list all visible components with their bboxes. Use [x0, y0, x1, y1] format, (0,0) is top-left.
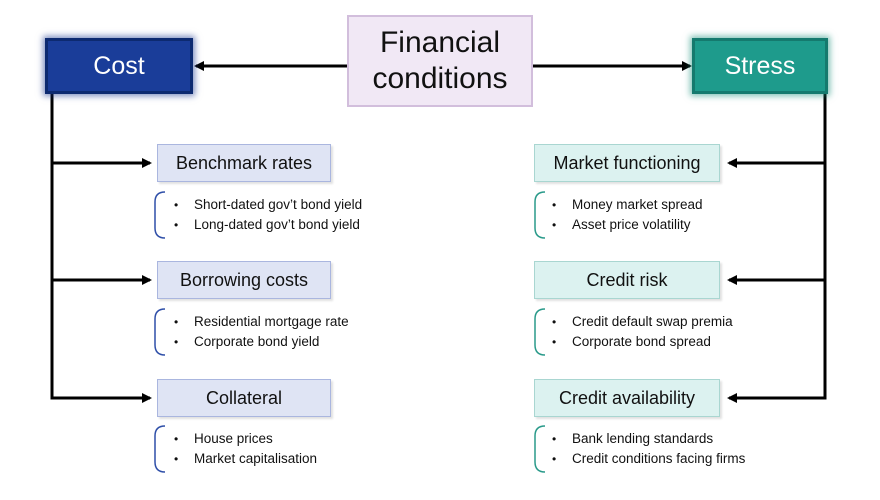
cost-box: Cost — [45, 38, 193, 94]
list-item: Credit default swap premia — [548, 312, 733, 332]
market-functioning-list: Money market spread Asset price volatili… — [548, 195, 703, 235]
stress-trunk — [727, 94, 827, 403]
central-title-line1: Financial — [379, 26, 501, 59]
list-item: Residential mortgage rate — [170, 312, 349, 332]
list-item: Bank lending standards — [548, 429, 745, 449]
bracket-credit-availability — [534, 425, 546, 473]
list-item: Long-dated gov’t bond yield — [170, 215, 362, 235]
collateral-box: Collateral — [157, 379, 331, 417]
credit-availability-list: Bank lending standards Credit conditions… — [548, 429, 745, 469]
credit-availability-box: Credit availability — [534, 379, 720, 417]
cost-trunk — [50, 94, 152, 403]
market-functioning-box: Market functioning — [534, 144, 720, 182]
list-item: Short-dated gov’t bond yield — [170, 195, 362, 215]
list-item: Credit conditions facing firms — [548, 449, 745, 469]
list-item: Market capitalisation — [170, 449, 317, 469]
bracket-borrowing — [154, 308, 166, 356]
bracket-credit-risk — [534, 308, 546, 356]
benchmark-rates-list: Short-dated gov’t bond yield Long-dated … — [170, 195, 362, 235]
credit-risk-list: Credit default swap premia Corporate bon… — [548, 312, 733, 352]
bracket-market — [534, 191, 546, 239]
bracket-benchmark — [154, 191, 166, 239]
credit-risk-box: Credit risk — [534, 261, 720, 299]
list-item: Corporate bond spread — [548, 332, 733, 352]
list-item: House prices — [170, 429, 317, 449]
bracket-collateral — [154, 425, 166, 473]
borrowing-costs-list: Residential mortgage rate Corporate bond… — [170, 312, 349, 352]
collateral-list: House prices Market capitalisation — [170, 429, 317, 469]
borrowing-costs-box: Borrowing costs — [157, 261, 331, 299]
central-title-line2: conditions — [372, 62, 508, 95]
list-item: Asset price volatility — [548, 215, 703, 235]
stress-box: Stress — [692, 38, 828, 94]
benchmark-rates-box: Benchmark rates — [157, 144, 331, 182]
list-item: Money market spread — [548, 195, 703, 215]
financial-conditions-box: Financial conditions — [347, 15, 533, 107]
list-item: Corporate bond yield — [170, 332, 349, 352]
